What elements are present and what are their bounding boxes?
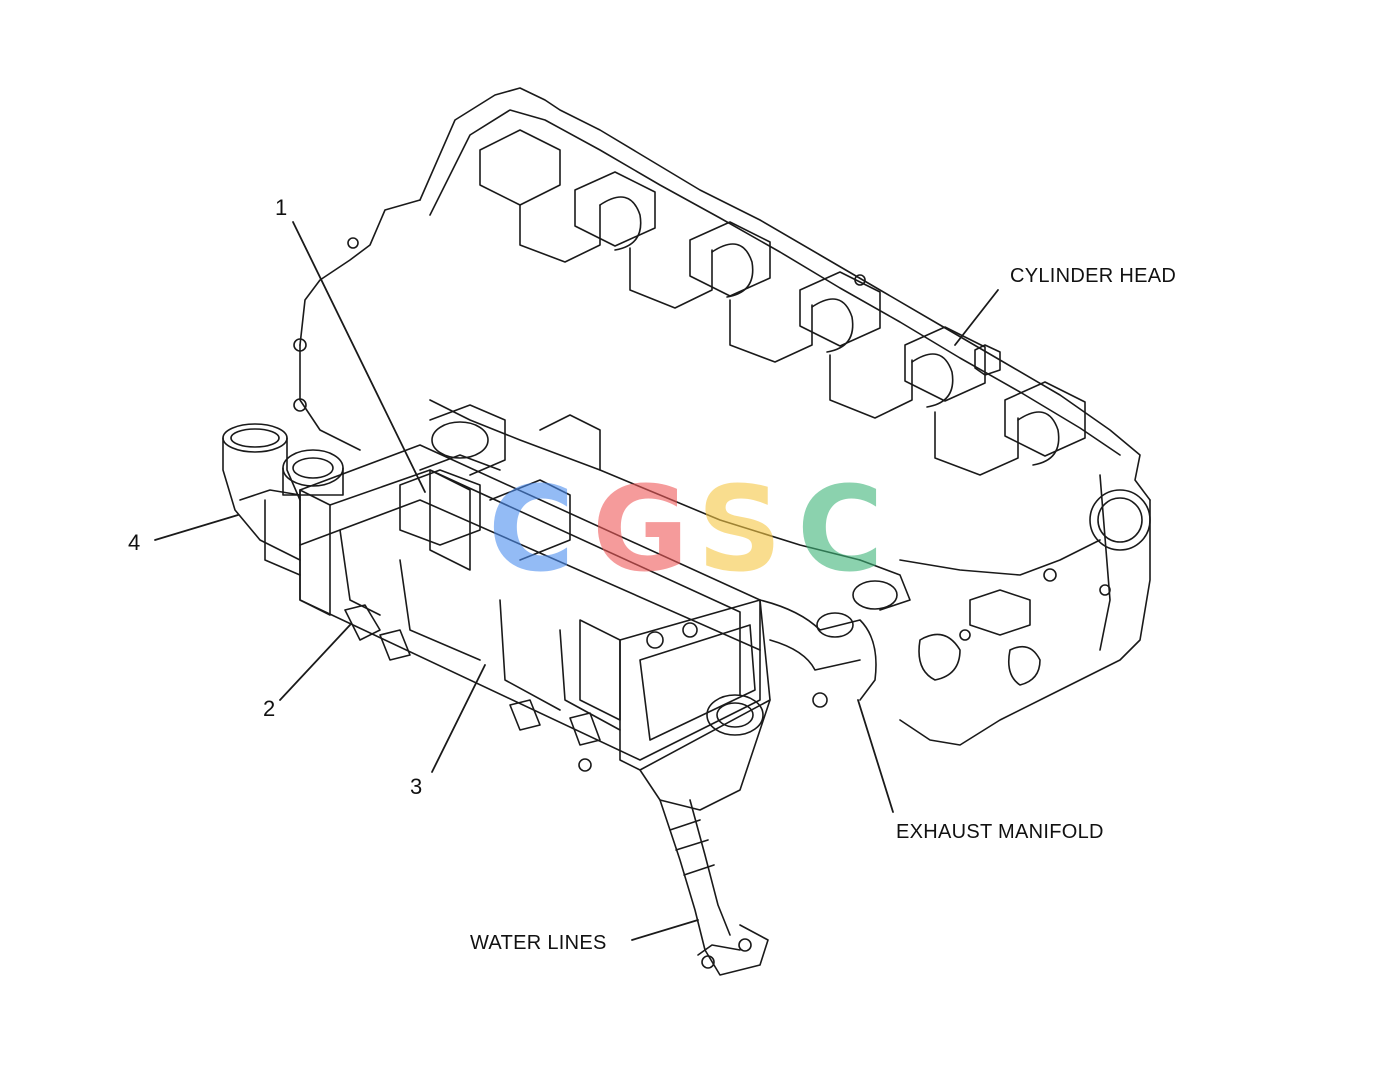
callout-2: 2: [263, 696, 276, 721]
egr-valve-drawing: [399, 404, 601, 561]
watermark-letter-s: S: [697, 460, 782, 598]
callout-3: 3: [410, 774, 423, 799]
watermark-letter-c2: C: [797, 460, 884, 598]
label-water-lines: WATER LINES: [470, 932, 607, 954]
exhaust-manifold-drawing: [759, 559, 911, 708]
leader-lines: [154, 221, 999, 941]
callout-4: 4: [128, 530, 141, 555]
egr-cooler-drawing: [299, 444, 771, 811]
watermark-letter-g: G: [592, 460, 689, 598]
callout-1: 1: [275, 195, 288, 220]
label-exhaust-manifold: EXHAUST MANIFOLD: [896, 821, 1104, 843]
inlet-elbow-drawing: [222, 423, 344, 576]
label-cylinder-head: CYLINDER HEAD: [1010, 265, 1177, 287]
water-line-drawing: [659, 799, 769, 976]
watermark-letter-c: C: [488, 460, 575, 598]
cylinder-head-drawing: [293, 87, 1151, 746]
